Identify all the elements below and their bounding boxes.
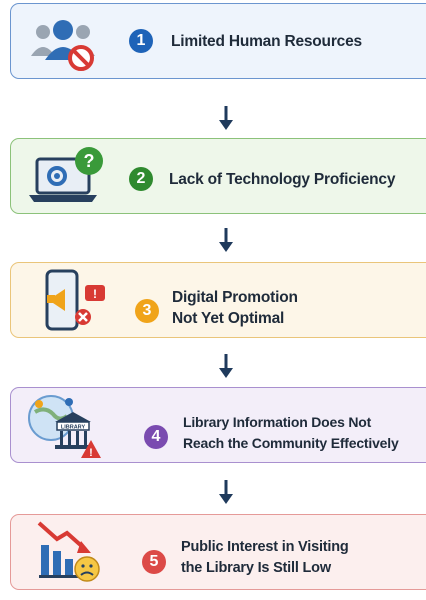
down-arrow-icon <box>216 106 236 132</box>
step-number-badge: 3 <box>135 299 159 323</box>
step-label-line: Reach the Community Effectively <box>183 435 399 451</box>
step-label-line: Lack of Technology Proficiency <box>169 171 396 188</box>
step-4-box: LIBRARY ! 4 Library Information Does Not… <box>10 387 426 463</box>
svg-text:?: ? <box>84 151 95 171</box>
step-1-box: 1 Limited Human Resources <box>10 3 426 79</box>
step-label: Digital Promotion Not Yet Optimal <box>172 287 298 329</box>
svg-text:LIBRARY: LIBRARY <box>61 425 86 431</box>
step-label: Lack of Technology Proficiency <box>169 169 395 190</box>
down-arrow-icon <box>216 228 236 254</box>
step-number-badge: 5 <box>142 550 166 574</box>
step-5-box: 5 Public Interest in Visiting the Librar… <box>10 514 426 590</box>
svg-text:!: ! <box>89 447 93 459</box>
phone-megaphone-icon: ! <box>21 263 113 335</box>
down-arrow-icon <box>216 480 236 506</box>
step-label-line: Public Interest in Visiting <box>181 539 349 555</box>
declining-chart-sad-icon <box>21 515 113 587</box>
step-label-line: Limited Human Resources <box>171 33 362 50</box>
step-label-line: Not Yet Optimal <box>172 310 285 327</box>
laptop-question-icon: ? <box>21 139 113 211</box>
library-globe-warning-icon: LIBRARY ! <box>21 388 113 460</box>
step-label: Public Interest in Visiting the Library … <box>181 537 349 579</box>
step-3-box: ! 3 Digital Promotion Not Yet Optimal <box>10 262 426 338</box>
down-arrow-icon <box>216 354 236 380</box>
svg-text:!: ! <box>93 287 97 301</box>
step-2-box: ? 2 Lack of Technology Proficiency <box>10 138 426 214</box>
step-label-line: Digital Promotion <box>172 289 298 306</box>
step-label-line: Library Information Does Not <box>183 414 372 430</box>
step-number-badge: 2 <box>129 167 153 191</box>
step-label-line: the Library Is Still Low <box>181 560 331 576</box>
step-label: Library Information Does Not Reach the C… <box>183 412 399 454</box>
step-number-badge: 1 <box>129 29 153 53</box>
step-label: Limited Human Resources <box>171 31 362 52</box>
step-number-badge: 4 <box>144 425 168 449</box>
people-blocked-icon <box>21 4 113 76</box>
